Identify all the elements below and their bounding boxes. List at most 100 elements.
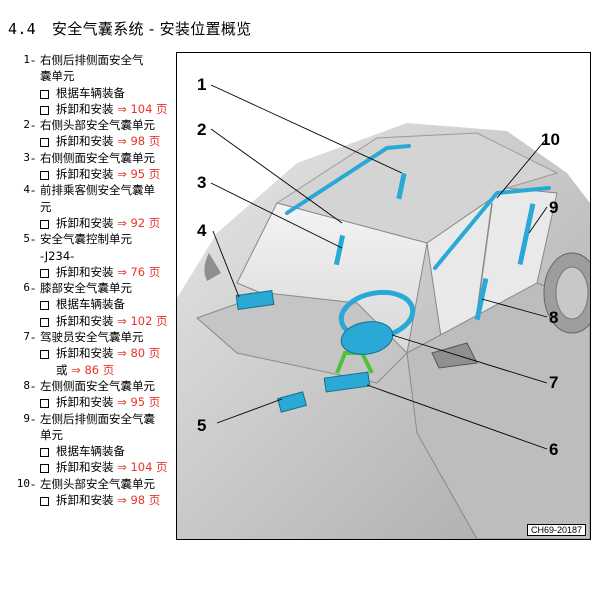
list-item: 单元 <box>0 427 176 443</box>
page-reference-link[interactable]: ⇒ 98 页 <box>117 134 161 149</box>
sub-item: 拆卸和安装 ⇒ 95 页 <box>0 166 176 182</box>
list-item: 2-右侧头部安全气囊单元 <box>0 117 176 133</box>
item-title: 左侧后排侧面安全气囊 <box>40 411 155 426</box>
item-dash: - <box>31 150 36 165</box>
page-reference-link[interactable]: ⇒ 80 页 <box>117 346 161 361</box>
airbag-curtain-left <box>433 186 551 270</box>
item-dash: - <box>31 232 36 247</box>
item-title: 右侧头部安全气囊单元 <box>40 118 155 133</box>
or-text: 或 ⇒ 86 页 <box>56 362 114 378</box>
item-title: 元 <box>40 199 52 214</box>
sub-item: 根据车辆装备 <box>0 443 176 459</box>
knee-airbag-unit <box>323 371 371 393</box>
item-dash: - <box>31 411 36 426</box>
item-number: 4 <box>23 183 30 197</box>
callout-6: 6 <box>549 440 558 459</box>
item-title: 驾驶员安全气囊单元 <box>40 330 144 345</box>
callout-7: 7 <box>549 373 558 392</box>
sub-item: 拆卸和安装 ⇒ 104 页 <box>0 101 176 117</box>
list-item: 9-左侧后排侧面安全气囊 <box>0 411 176 427</box>
checkbox-bullet-icon <box>40 89 49 99</box>
item-number: 6 <box>23 281 30 295</box>
sub-item: 根据车辆装备 <box>0 85 176 101</box>
sub-item-label: 拆卸和安装 <box>56 167 114 182</box>
sub-item-text: 拆卸和安装 ⇒ 102 页 <box>56 313 168 329</box>
sub-item: 拆卸和安装 ⇒ 98 页 <box>0 492 176 508</box>
sub-item-text: 拆卸和安装 ⇒ 98 页 <box>56 133 160 149</box>
sub-item-text: 根据车辆装备 <box>56 85 125 101</box>
item-dash: - <box>31 118 36 133</box>
car-illustration: 1 2 3 4 5 6 7 8 9 10 <box>177 75 590 539</box>
page-reference-link[interactable]: ⇒ 104 页 <box>117 460 168 475</box>
checkbox-bullet-icon <box>40 268 49 278</box>
driver-airbag-unit <box>340 321 394 355</box>
sub-item: 拆卸和安装 ⇒ 80 页 <box>0 345 176 361</box>
section-number: 4.4 <box>8 20 36 38</box>
page-reference-link[interactable]: ⇒ 98 页 <box>117 493 161 508</box>
sub-item-label: 根据车辆装备 <box>56 444 125 459</box>
item-number: 2 <box>23 118 30 132</box>
item-title: 右侧侧面安全气囊单元 <box>40 150 155 165</box>
item-title: 膝部安全气囊单元 <box>40 281 132 296</box>
page-reference-link[interactable]: ⇒ 95 页 <box>117 167 161 182</box>
sub-item-label: 根据车辆装备 <box>56 297 125 312</box>
checkbox-bullet-icon <box>40 301 49 311</box>
page-reference-link[interactable]: ⇒ 92 页 <box>117 215 161 230</box>
sub-item-text: 拆卸和安装 ⇒ 80 页 <box>56 345 160 361</box>
sub-item: 拆卸和安装 ⇒ 76 页 <box>0 264 176 280</box>
figure-code: CH69-20187 <box>526 524 586 536</box>
airbag-location-figure: 1 2 3 4 5 6 7 8 9 10 CH69-20187 <box>176 52 591 540</box>
page-reference-link[interactable]: ⇒ 104 页 <box>117 101 168 116</box>
list-item: 10-左侧头部安全气囊单元 <box>0 476 176 492</box>
page-reference-link[interactable]: ⇒ 86 页 <box>71 362 115 377</box>
item-title: 安全气囊控制单元 <box>40 232 132 247</box>
sub-item-text: 拆卸和安装 ⇒ 104 页 <box>56 459 168 475</box>
item-title: -J234- <box>40 248 75 263</box>
sub-item-label: 拆卸和安装 <box>56 395 114 410</box>
page-reference-link[interactable]: ⇒ 76 页 <box>117 264 161 279</box>
page-reference-link[interactable]: ⇒ 95 页 <box>117 395 161 410</box>
checkbox-bullet-icon <box>40 464 49 474</box>
list-item: 3-右侧侧面安全气囊单元 <box>0 150 176 166</box>
or-word: 或 <box>56 362 68 377</box>
checkbox-bullet-icon <box>40 350 49 360</box>
item-number: 5 <box>23 232 30 246</box>
checkbox-bullet-icon <box>40 317 49 327</box>
sub-item-label: 拆卸和安装 <box>56 134 114 149</box>
passenger-airbag-unit <box>235 289 275 311</box>
sub-item: 拆卸和安装 ⇒ 98 页 <box>0 133 176 149</box>
sub-item-text: 根据车辆装备 <box>56 443 125 459</box>
list-item: 囊单元 <box>0 68 176 84</box>
page-reference-link[interactable]: ⇒ 102 页 <box>117 313 168 328</box>
list-item: 1-右侧后排侧面安全气 <box>0 52 176 68</box>
item-dash: - <box>31 281 36 296</box>
sub-item-text: 拆卸和安装 ⇒ 98 页 <box>56 492 160 508</box>
sub-item-label: 拆卸和安装 <box>56 346 114 361</box>
sub-item-text: 拆卸和安装 ⇒ 104 页 <box>56 101 168 117</box>
sub-item-label: 拆卸和安装 <box>56 460 114 475</box>
sub-item-label: 拆卸和安装 <box>56 215 114 230</box>
sub-item-text: 拆卸和安装 ⇒ 76 页 <box>56 264 160 280</box>
item-dash: - <box>31 53 36 67</box>
item-dash: - <box>31 183 36 198</box>
sub-item: 拆卸和安装 ⇒ 104 页 <box>0 459 176 475</box>
sub-item-label: 拆卸和安装 <box>56 493 114 508</box>
item-number: 3 <box>23 150 30 164</box>
item-title: 左侧侧面安全气囊单元 <box>40 378 155 393</box>
sub-item: 拆卸和安装 ⇒ 95 页 <box>0 394 176 410</box>
checkbox-bullet-icon <box>40 219 49 229</box>
list-item: 5- 安全气囊控制单元 <box>0 231 176 247</box>
item-title: 右侧后排侧面安全气 <box>40 53 144 67</box>
callout-2: 2 <box>197 120 206 139</box>
item-number: 9 <box>23 411 30 425</box>
list-item: 6-膝部安全气囊单元 <box>0 280 176 296</box>
list-item: 元 <box>0 199 176 215</box>
sub-item-label: 拆卸和安装 <box>56 313 114 328</box>
sub-item-text: 拆卸和安装 ⇒ 95 页 <box>56 394 160 410</box>
list-item: 4-前排乘客侧安全气囊单 <box>0 182 176 198</box>
checkbox-bullet-icon <box>40 171 49 181</box>
sub-item-label: 拆卸和安装 <box>56 101 114 116</box>
callout-4: 4 <box>197 221 207 240</box>
list-item: 7-驾驶员安全气囊单元 <box>0 329 176 345</box>
